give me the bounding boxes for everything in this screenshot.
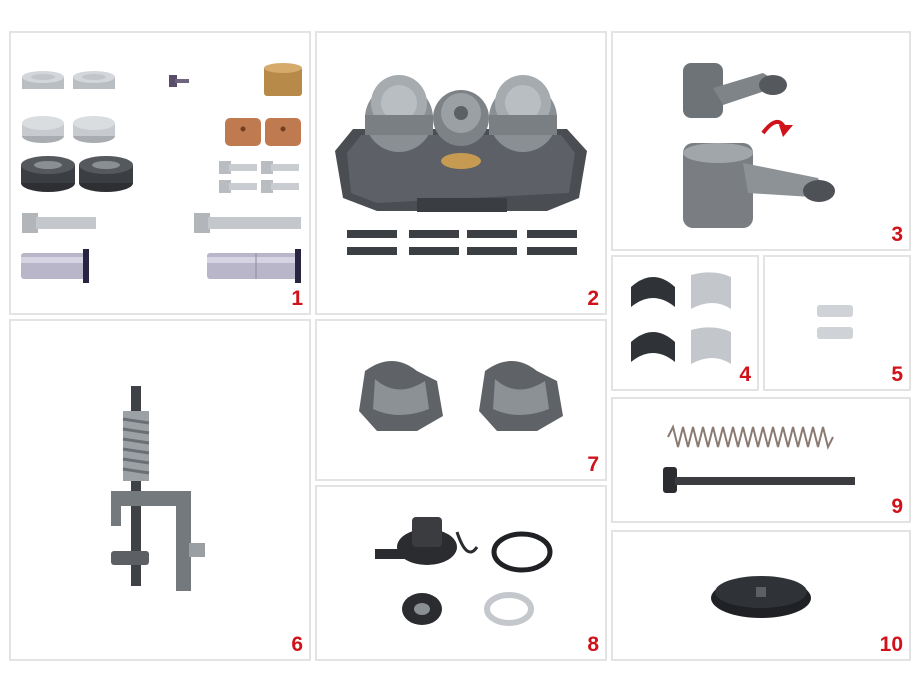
small-screw bbox=[169, 75, 189, 87]
panel-7-thrust-pieces: 7 bbox=[315, 319, 607, 481]
short-bolts bbox=[219, 161, 299, 193]
long-bolt-left bbox=[22, 213, 96, 233]
cap-strap bbox=[455, 531, 479, 554]
panel-9-spring-and-rod: 9 bbox=[611, 397, 911, 523]
panel-number: 1 bbox=[291, 287, 303, 310]
adjuster-screw bbox=[189, 543, 205, 557]
guide-pin-right bbox=[207, 249, 301, 283]
panel-10-cover-disc: 10 bbox=[611, 530, 911, 661]
pins-illustration bbox=[817, 305, 853, 339]
panel-number: 8 bbox=[587, 633, 599, 656]
panel-6-adjuster-assembly: 6 bbox=[9, 319, 311, 661]
bronze-bushing bbox=[264, 63, 302, 96]
thrust-piece-left bbox=[359, 361, 443, 431]
bearing-shell-top bbox=[691, 272, 731, 309]
metal-ring bbox=[484, 592, 534, 626]
needle-cage-bottom bbox=[631, 332, 675, 362]
panel-number: 2 bbox=[587, 287, 599, 310]
guide-pin-left bbox=[21, 249, 89, 283]
adjuster-gear bbox=[111, 551, 149, 565]
dust-cap-right bbox=[73, 71, 115, 89]
thrust-piece-right bbox=[479, 361, 563, 431]
panel-number: 3 bbox=[891, 223, 903, 246]
rubber-seal-left bbox=[21, 156, 75, 192]
panel-number: 4 bbox=[739, 363, 751, 386]
pin-lower bbox=[817, 327, 853, 339]
gear-right bbox=[489, 75, 557, 152]
panel-number: 7 bbox=[587, 453, 599, 476]
bearings-illustration bbox=[631, 272, 731, 364]
adjuster-shaft bbox=[131, 386, 141, 586]
protective-cap bbox=[375, 517, 457, 565]
copper-bushing-right bbox=[265, 118, 301, 146]
panel-number: 9 bbox=[891, 495, 903, 518]
panel-number: 10 bbox=[879, 633, 903, 656]
gear-mechanism-illustration bbox=[335, 75, 587, 255]
adjuster-bracket bbox=[111, 491, 191, 591]
lever-illustration bbox=[683, 63, 835, 228]
adjuster-spring bbox=[122, 411, 150, 481]
cap-seals-illustration bbox=[375, 517, 553, 626]
adjuster-illustration bbox=[111, 386, 205, 591]
panel-4-needle-bearings: 4 bbox=[611, 255, 759, 391]
panel-3-lever-assembly: 3 bbox=[611, 31, 911, 251]
pin-upper bbox=[817, 305, 853, 317]
gear-center bbox=[433, 90, 489, 146]
dust-cap-left bbox=[22, 71, 64, 89]
spring-rod-illustration bbox=[663, 424, 855, 493]
panel-8-cap-and-seals: 8 bbox=[315, 485, 607, 661]
lever-small bbox=[683, 63, 787, 118]
panel-5-pins: 5 bbox=[763, 255, 911, 391]
cover-cap-right bbox=[73, 116, 115, 143]
o-ring bbox=[491, 531, 553, 573]
thrust-pieces-illustration bbox=[359, 361, 563, 431]
panel-number: 5 bbox=[891, 363, 903, 386]
bearing-shell-bottom bbox=[691, 327, 731, 364]
panel-1-seal-and-guide-kit: 1 bbox=[9, 31, 311, 315]
rubber-seal-right bbox=[79, 156, 133, 192]
copper-bushing-left bbox=[225, 118, 261, 146]
center-bearing bbox=[441, 153, 481, 169]
guide-kit-parts-illustration bbox=[21, 63, 302, 283]
push-rod bbox=[663, 467, 855, 493]
cover-disc-illustration bbox=[711, 576, 811, 618]
lever-large bbox=[683, 143, 835, 228]
long-bolt-right bbox=[194, 213, 301, 233]
coil-spring bbox=[667, 424, 834, 450]
shaft-seal bbox=[402, 593, 442, 625]
disc-square-hole bbox=[756, 587, 766, 597]
mounting-bolts bbox=[347, 230, 577, 255]
cover-cap-left bbox=[22, 116, 64, 143]
gear-left bbox=[365, 75, 433, 152]
panel-2-caliper-gear-mechanism: 2 bbox=[315, 31, 607, 315]
needle-cage-top bbox=[631, 277, 675, 307]
panel-number: 6 bbox=[291, 633, 303, 656]
